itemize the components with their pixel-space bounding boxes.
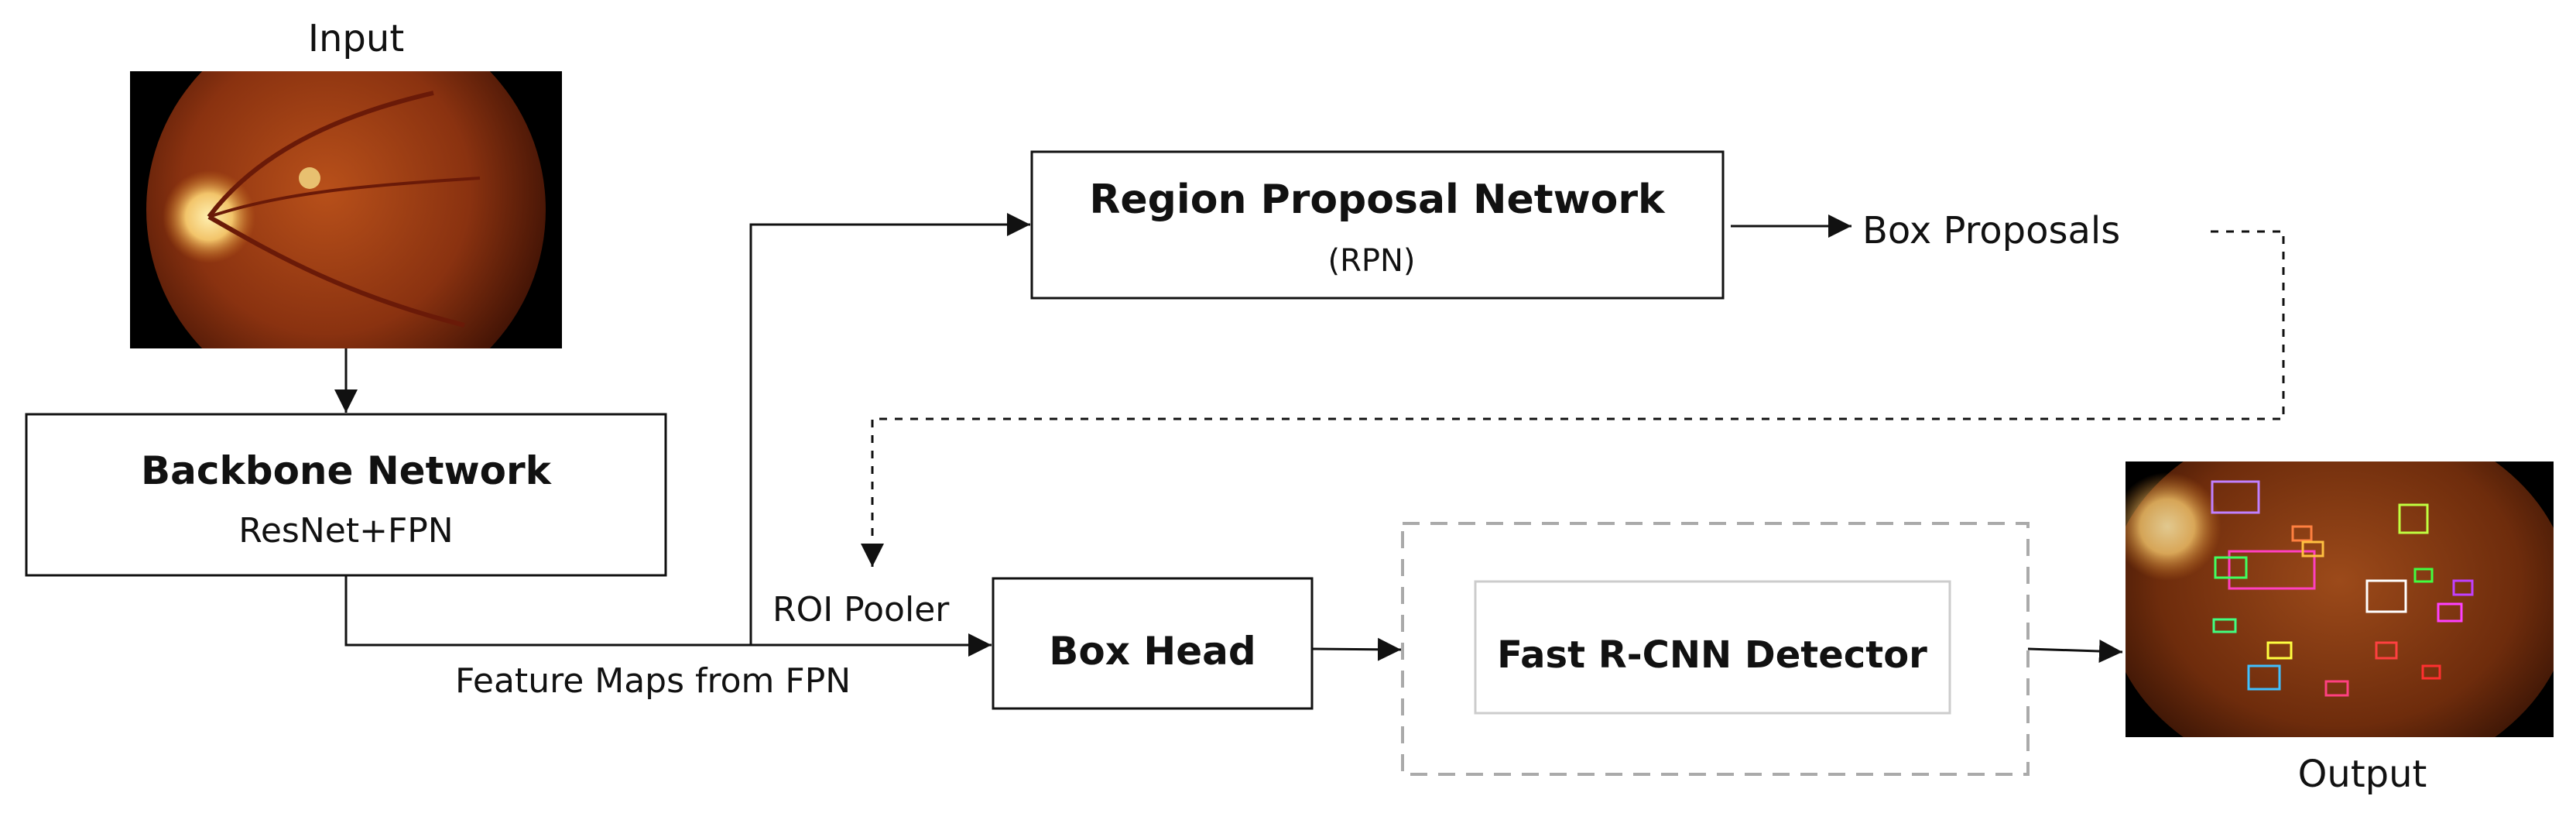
- box-head-to-detector-arrow: [1311, 637, 1402, 661]
- box-head-block: [992, 577, 1314, 710]
- input-fundus-image: [130, 71, 562, 348]
- fast-rcnn-block: [1474, 580, 1951, 715]
- backbone-subtitle: ResNet+FPN: [238, 511, 453, 551]
- box-proposals-label: Box Proposals: [1862, 209, 2120, 252]
- output-label: Output: [2298, 753, 2427, 796]
- fast-rcnn-dashed-group: [1401, 522, 2030, 776]
- rpn-title: Region Proposal Network: [1089, 177, 1666, 223]
- fast-rcnn-title: Fast R-CNN Detector: [1497, 633, 1927, 677]
- features-to-rpn-arrow: [749, 213, 1030, 645]
- detector-to-output-arrow: [2027, 640, 2123, 664]
- box-head-title: Box Head: [1049, 629, 1255, 674]
- feature-maps-label: Feature Maps from FPN: [455, 661, 851, 701]
- input-label: Input: [308, 17, 404, 60]
- output-detection-image: [2126, 461, 2554, 737]
- backbone-block: [25, 413, 667, 577]
- rpn-block: [1030, 150, 1725, 300]
- roi-pooler-label: ROI Pooler: [772, 590, 950, 630]
- backbone-to-box-head-arrow: [344, 575, 992, 657]
- proposals-to-roi-dashed-arrow: [861, 230, 2285, 567]
- backbone-title: Backbone Network: [141, 448, 553, 493]
- rpn-subtitle: (RPN): [1327, 243, 1415, 279]
